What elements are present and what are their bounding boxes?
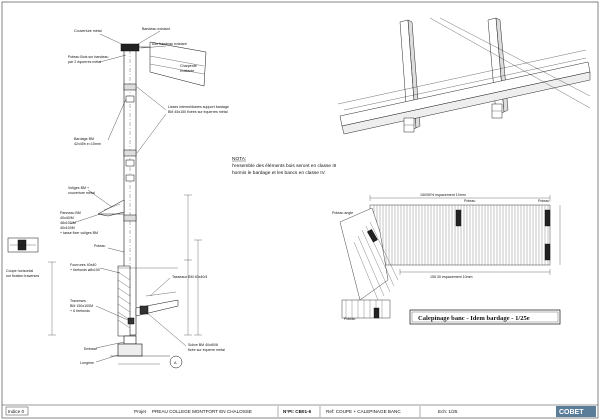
- label-panneau-4: 40x100M: [60, 226, 75, 230]
- dim-top: 150/50% espacement 10mm: [420, 193, 466, 197]
- tb-ref: Ref: COUPE + CALEPINAGE BANC: [326, 409, 401, 414]
- nota-title: NOTA:: [232, 156, 246, 162]
- label-panneau-3: 48x100/M: [60, 221, 76, 225]
- tb-indice: Indice 0: [8, 409, 25, 414]
- nota-block: NOTA: l'ensemble des éléments bois seron…: [232, 156, 336, 176]
- label-charpente: Charpente: [180, 64, 197, 68]
- label-coupe-horizontal: Coupe horizontal: [6, 269, 33, 273]
- label-traverses-2: BM 150x100M: [70, 304, 93, 308]
- label-poteau-plan-1: Poteau: [464, 199, 475, 203]
- nota-line-3: hormis le bardage et les bancs en classe…: [232, 170, 326, 176]
- label-voliges: Voliges BM +: [68, 186, 89, 190]
- tb-projet-label: Projet: [134, 409, 147, 414]
- label-axe-bandeau: Axe bandeau existant: [152, 42, 187, 46]
- label-lisses-2: BM 45x150 fixées sur équerres métal: [168, 110, 228, 114]
- label-voliges-2: couverture métal: [68, 191, 95, 195]
- label-bardage-2: 42x45h e=15mm: [74, 142, 101, 146]
- calepinage-labels: 150/50% espacement 10mm 155 30 espacemen…: [332, 193, 549, 321]
- tb-echelle: Ech: 1/25: [438, 409, 458, 414]
- logo-badge: [556, 406, 596, 417]
- section-labels: Couverture métal Bandeau existant Axe ba…: [6, 27, 229, 365]
- label-panneau-2: 40x40/M: [60, 216, 74, 220]
- tb-num: N°PI: CB01-6: [283, 409, 312, 414]
- label-poteau: Poteau: [94, 244, 105, 248]
- tb-logo: COBET: [559, 409, 584, 416]
- section-view: [7, 41, 207, 369]
- label-fourrures: Fourrures 40x40: [70, 263, 96, 267]
- isometric-detail: [337, 17, 591, 135]
- calepinage-title: Calepinage banc - Idem bardage - 1/25e: [418, 315, 530, 322]
- label-panneau-5: + tasse fixer voliges BM: [60, 231, 98, 235]
- label-charpente-2: existante: [180, 69, 194, 73]
- calepinage-title-box: Calepinage banc - Idem bardage - 1/25e: [409, 309, 561, 325]
- section-marker: A: [174, 361, 177, 365]
- title-block: Indice 0 Projet PREAU COLLEGE MONTFORT E…: [2, 404, 598, 417]
- label-embase: Embase: [84, 347, 97, 351]
- label-poteau-plan-3: Poteau: [344, 317, 355, 321]
- label-couverture: Couverture métal: [74, 29, 102, 33]
- label-lisses: Lisses intermédiaires support bardage: [168, 105, 229, 109]
- label-panneau: Panneau BM: [60, 211, 81, 215]
- label-bardage: Bardage BM: [74, 137, 94, 141]
- label-coupe-horizontal-2: sur fixation traverses: [6, 274, 39, 278]
- label-poteau-plan-2: Poteau: [538, 199, 549, 203]
- dim-bottom: 155 30 espacement 10mm: [430, 275, 473, 279]
- label-poteau-bois-2: par 2 équerres métal: [68, 60, 101, 64]
- leader-lines: [69, 30, 187, 363]
- label-solive-2: fixée sur équerre métal: [188, 348, 225, 352]
- label-poteau-angle: Poteau angle: [332, 211, 353, 215]
- label-longrine: Longrine: [80, 361, 94, 365]
- label-poteau-bois: Poteau Bois sur bandeau: [68, 55, 108, 59]
- label-tasseaux: Tasseaux BM 40x40/4: [172, 275, 207, 279]
- nota-line-2: l'ensemble des éléments bois seront en c…: [232, 163, 336, 169]
- tb-projet: PREAU COLLEGE MONTFORT EN CHALOSSE: [152, 409, 252, 414]
- label-solive: Solive BM 40x60/6: [188, 343, 218, 347]
- label-fourrures-2: + tirefonds ø8x100: [70, 268, 100, 272]
- label-traverses-3: + 6 tirefonds: [70, 309, 90, 313]
- label-traverses: Traverses: [70, 299, 86, 303]
- label-bandeau: Bandeau existant: [142, 27, 170, 31]
- calepinage-plan: [339, 195, 561, 319]
